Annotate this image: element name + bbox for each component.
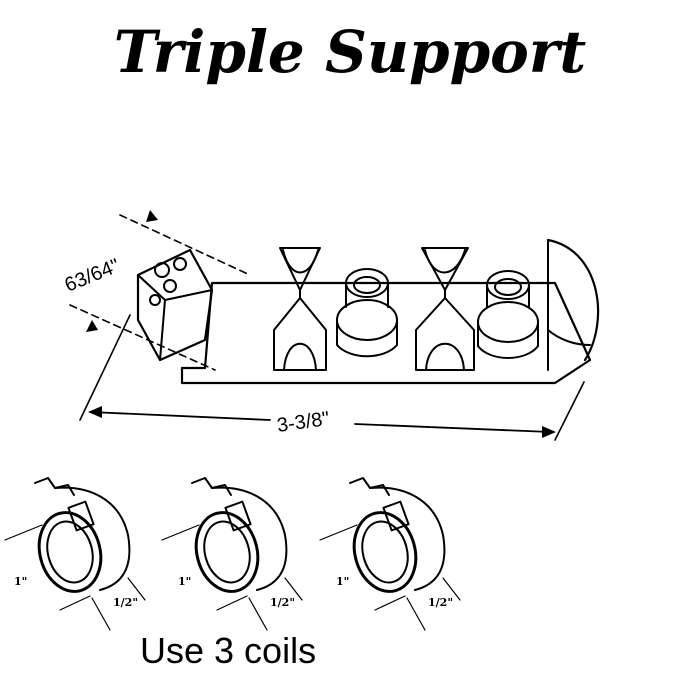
diagram-title: Triple Support: [113, 18, 587, 86]
coil-3: [319, 477, 461, 631]
coil-1: [4, 477, 146, 631]
coil-2: [161, 477, 303, 631]
height-dimension-label: 63/64": [62, 255, 123, 297]
caption: Use 3 coils: [140, 630, 317, 671]
support-part: [136, 238, 600, 385]
coil-2-diameter: 1": [178, 575, 191, 588]
height-dimension: [69, 210, 251, 371]
coil-2-width: 1/2": [270, 596, 295, 609]
coil-1-diameter: 1": [14, 575, 27, 588]
coil-3-width: 1/2": [428, 596, 453, 609]
length-dimension: [79, 314, 585, 441]
coil-1-width: 1/2": [113, 596, 138, 609]
coil-3-diameter: 1": [336, 575, 349, 588]
length-dimension-label: 3-3/8": [276, 408, 331, 437]
